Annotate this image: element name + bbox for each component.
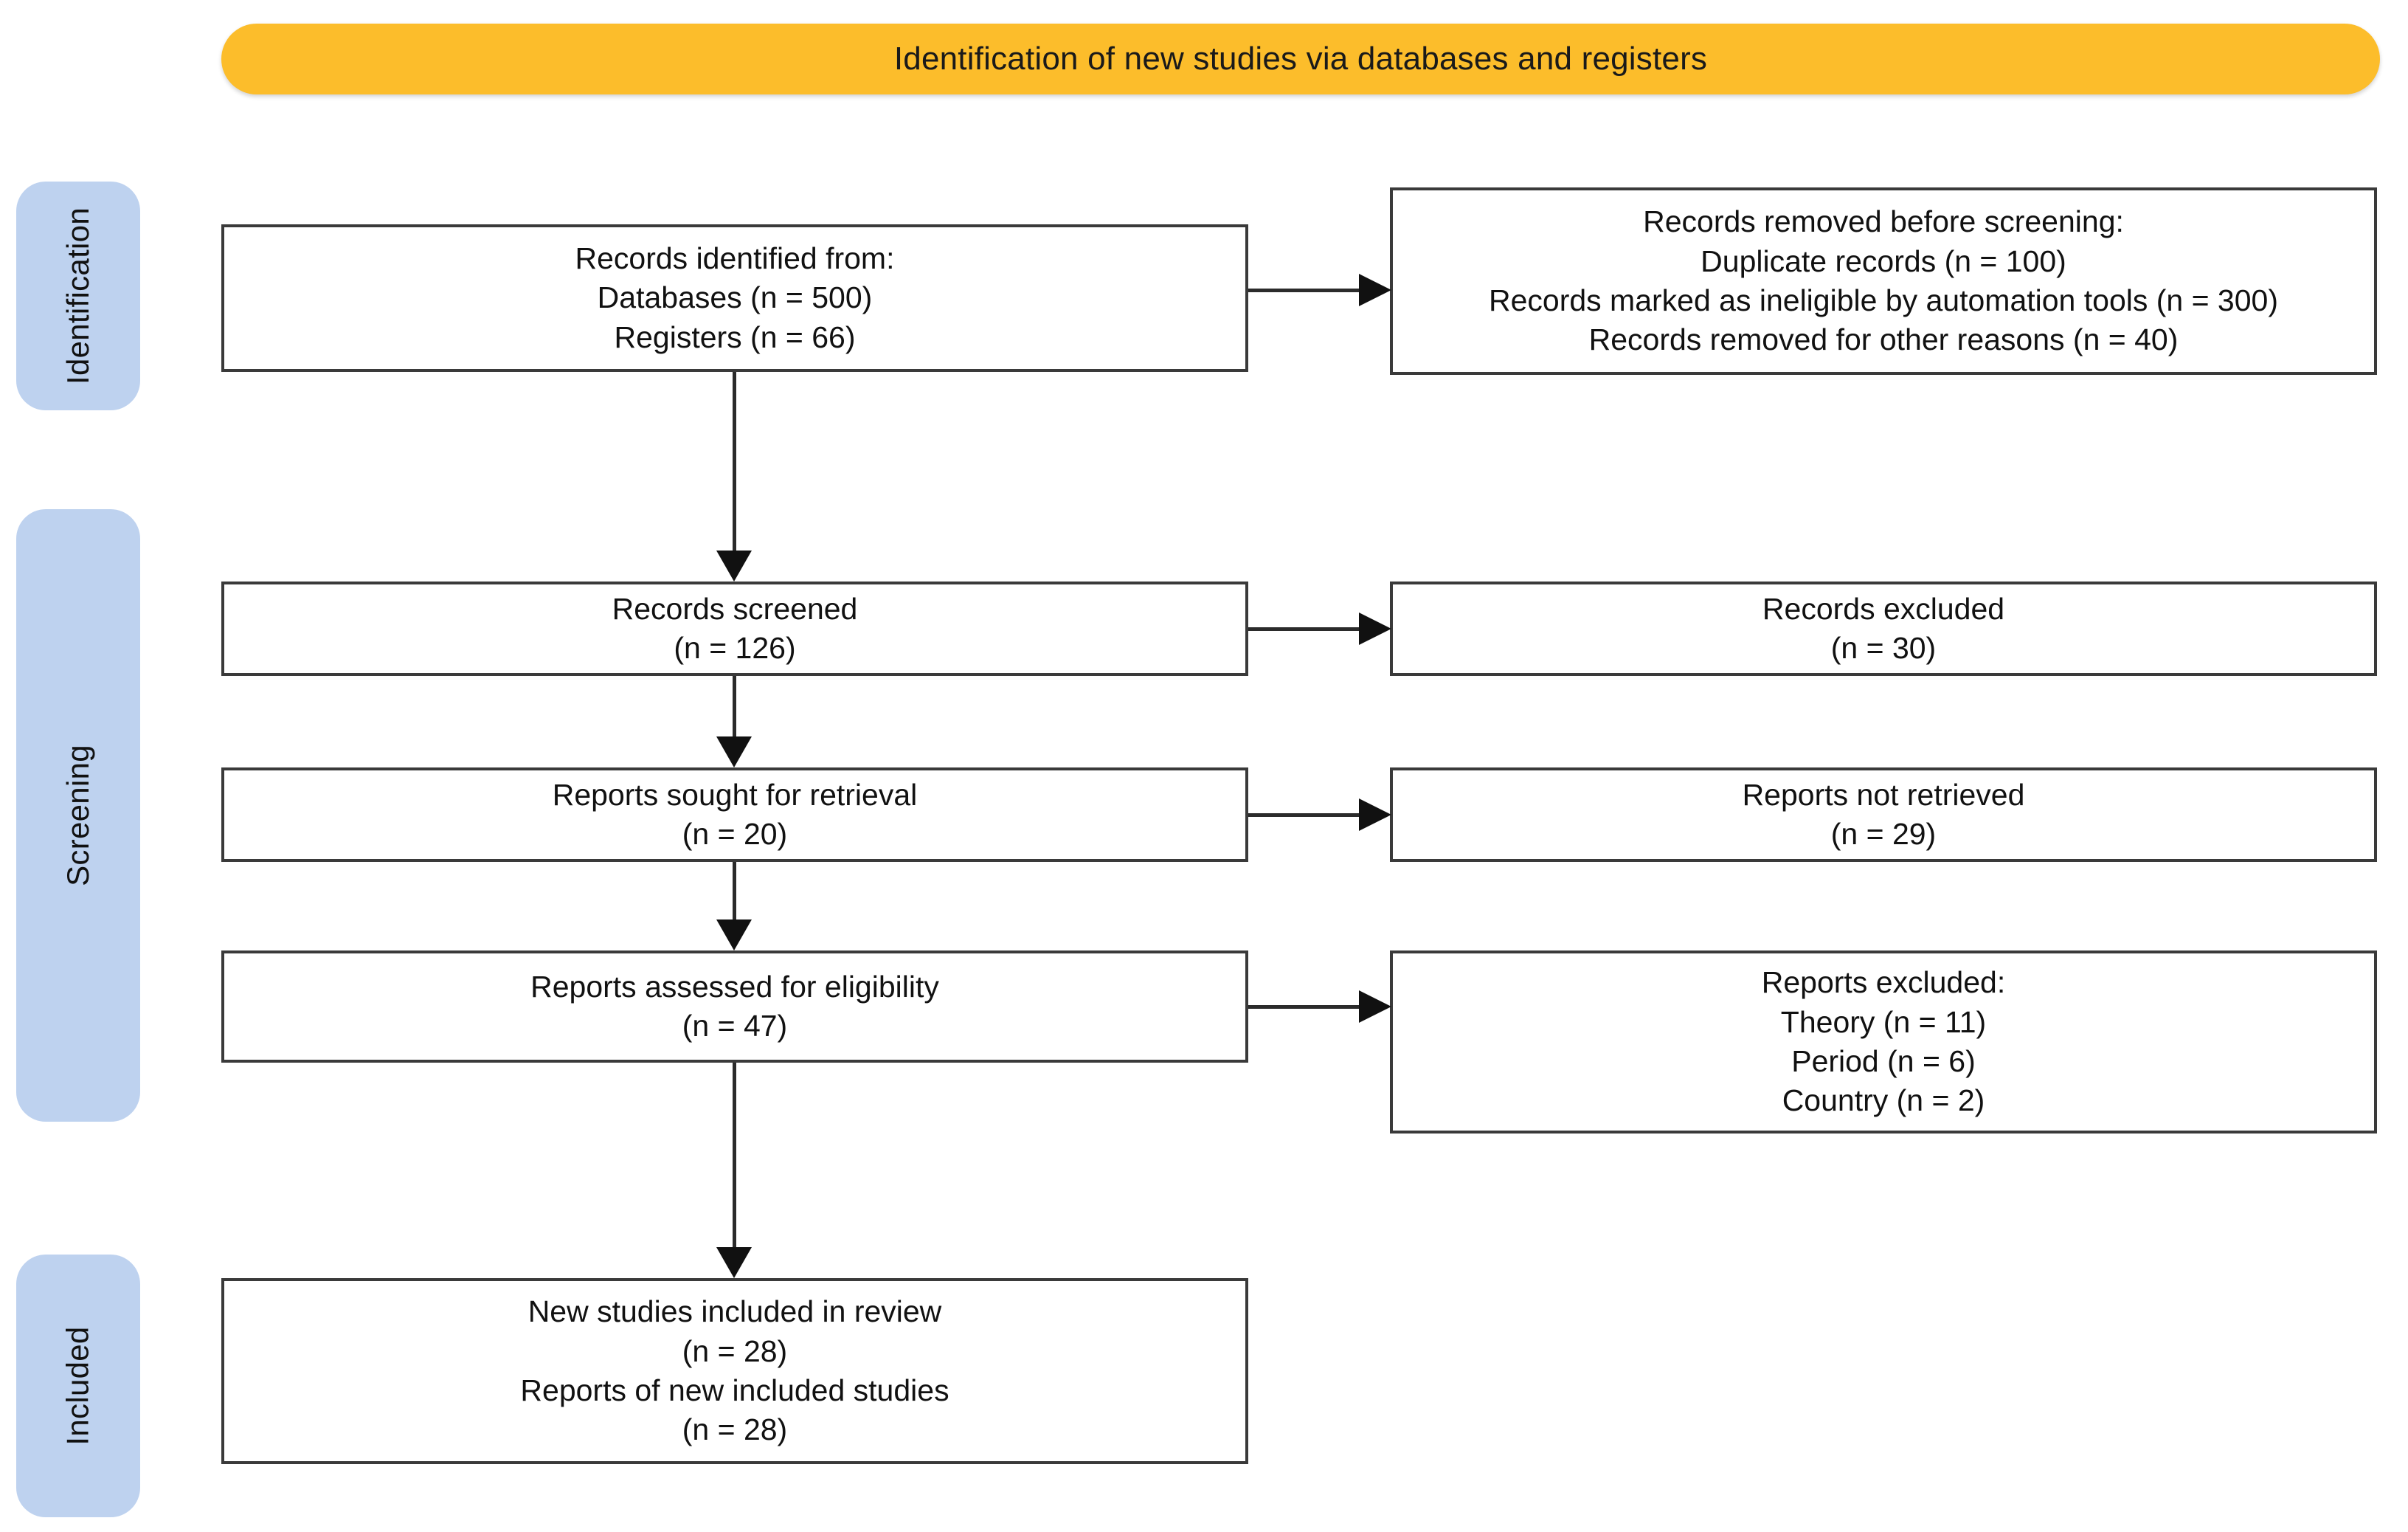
box-line: Reports sought for retrieval <box>552 777 918 812</box>
arrowhead-sought-to-notretrieved <box>1359 798 1391 831</box>
box-line: Reports excluded: <box>1761 965 2006 1000</box>
connector-screened-to-excluded <box>1248 627 1359 631</box>
box-line: Duplicate records (n = 100) <box>1701 244 2066 278</box>
box-line: Period (n = 6) <box>1791 1044 1976 1078</box>
connector-sought-to-assessed <box>733 862 736 919</box>
box-line: (n = 30) <box>1830 631 1937 665</box>
arrowhead-identified-to-removed <box>1359 274 1391 306</box>
box-reports-assessed-for-eligibility: Reports assessed for eligibility (n = 47… <box>221 950 1248 1063</box>
arrowhead-identified-to-screened <box>716 551 752 582</box>
box-records-excluded: Records excluded (n = 30) <box>1390 582 2377 676</box>
diagram-title: Identification of new studies via databa… <box>893 41 1708 77</box>
box-line: (n = 29) <box>1830 817 1937 851</box>
diagram-title-banner: Identification of new studies via databa… <box>221 24 2380 94</box>
box-line: (n = 20) <box>682 817 788 851</box>
box-line: (n = 28) <box>682 1333 788 1368</box>
stage-pill-screening: Screening <box>16 509 140 1122</box>
box-line: Theory (n = 11) <box>1780 1004 1987 1039</box>
box-line: New studies included in review <box>527 1294 942 1329</box>
arrowhead-assessed-to-reportsexcluded <box>1359 990 1391 1023</box>
box-line: (n = 28) <box>682 1412 788 1447</box>
arrowhead-assessed-to-included <box>716 1247 752 1278</box>
box-new-studies-included: New studies included in review (n = 28) … <box>221 1278 1248 1464</box>
connector-identified-to-screened <box>733 372 736 552</box>
box-line: Records removed before screening: <box>1643 204 2124 239</box>
box-line: Reports assessed for eligibility <box>530 969 939 1004</box>
box-line: Records screened <box>612 591 858 626</box>
box-line: Records removed for other reasons (n = 4… <box>1588 322 2179 357</box>
box-line: Records identified from: <box>575 241 895 276</box>
arrowhead-sought-to-assessed <box>716 919 752 950</box>
connector-assessed-to-included <box>733 1063 736 1247</box>
box-reports-sought-for-retrieval: Reports sought for retrieval (n = 20) <box>221 767 1248 862</box>
box-reports-excluded: Reports excluded: Theory (n = 11) Period… <box>1390 950 2377 1134</box>
box-line: Reports of new included studies <box>520 1373 949 1407</box>
box-reports-not-retrieved: Reports not retrieved (n = 29) <box>1390 767 2377 862</box>
connector-sought-to-notretrieved <box>1248 813 1359 817</box>
stage-label-screening: Screening <box>60 745 96 886</box>
box-line: (n = 126) <box>674 631 796 665</box>
box-line: (n = 47) <box>682 1009 788 1043</box>
arrowhead-screened-to-sought <box>716 736 752 767</box>
box-records-removed-before-screening: Records removed before screening: Duplic… <box>1390 187 2377 375</box>
stage-label-included: Included <box>60 1326 95 1446</box>
box-line: Databases (n = 500) <box>597 280 873 315</box>
arrowhead-screened-to-excluded <box>1359 613 1391 645</box>
connector-assessed-to-reportsexcluded <box>1248 1005 1359 1009</box>
connector-identified-to-removed <box>1248 289 1359 292</box>
box-line: Reports not retrieved <box>1742 777 2025 812</box>
box-line: Records excluded <box>1762 591 2005 626</box>
box-line: Registers (n = 66) <box>614 320 856 354</box>
stage-pill-included: Included <box>16 1255 140 1517</box>
connector-screened-to-sought <box>733 676 736 736</box>
stage-pill-identification: Identification <box>16 182 140 410</box>
box-records-screened: Records screened (n = 126) <box>221 582 1248 676</box>
box-line: Records marked as ineligible by automati… <box>1489 283 2278 317</box>
box-records-identified: Records identified from: Databases (n = … <box>221 224 1248 372</box>
box-line: Country (n = 2) <box>1782 1083 1985 1118</box>
stage-label-identification: Identification <box>60 207 95 385</box>
